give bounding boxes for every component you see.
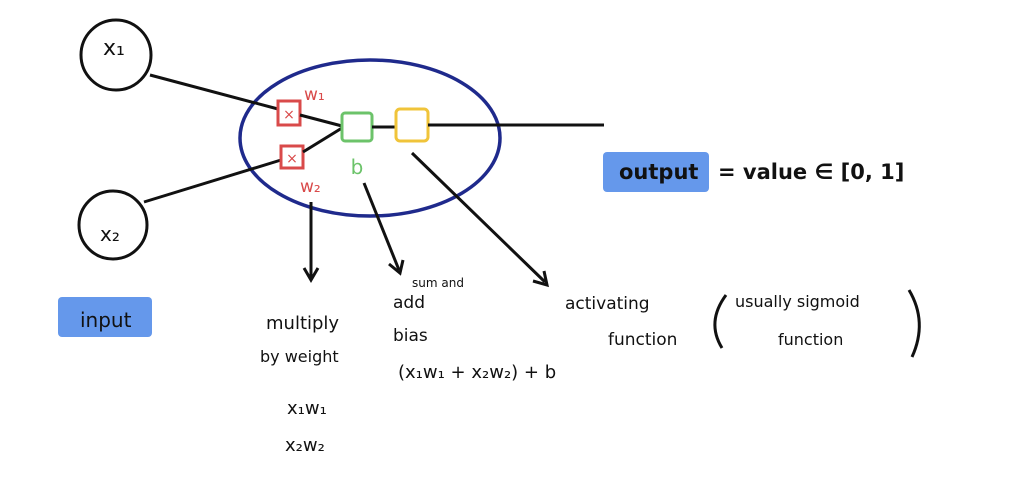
usually-sigmoid-label: usually sigmoid	[735, 292, 860, 311]
output-value: = value ∈ [0, 1]	[718, 160, 905, 184]
multiply-eq1: x₁w₁	[287, 398, 327, 419]
arrow-activation	[410, 151, 547, 284]
multiply-symbol-1: ×	[283, 107, 295, 123]
input-label: input	[80, 308, 132, 332]
input-node-2	[77, 189, 149, 261]
activating-label: activating	[565, 294, 650, 314]
sigmoid-function-label: function	[778, 330, 844, 349]
neuron-ellipse	[238, 58, 502, 218]
multiply-line1: multiply	[266, 313, 340, 334]
bias-word: bias	[393, 326, 428, 346]
weight-1-label: w₁	[304, 85, 325, 105]
sum-box	[340, 111, 374, 143]
multiply-eq2: x₂w₂	[285, 435, 325, 456]
output-highlight	[603, 152, 709, 192]
arrow-bias-head	[388, 259, 405, 276]
function-label: function	[608, 330, 678, 350]
input-node-1	[79, 18, 153, 92]
edge-input2	[143, 158, 282, 204]
multiply-line2: by weight	[260, 347, 339, 366]
multiply-symbol-2: ×	[286, 151, 298, 167]
bias-formula: (x₁w₁ + x₂w₂) + b	[398, 362, 557, 383]
bias-label: b	[351, 155, 364, 179]
input-highlight	[58, 297, 152, 337]
input-node-1-label: x₁	[103, 36, 125, 61]
sum-and-label: sum and	[412, 276, 464, 290]
left-paren	[713, 294, 728, 349]
arrow-activation-head	[532, 270, 549, 288]
weight-2-label: w₂	[300, 177, 321, 197]
multiply-box-2	[279, 144, 305, 170]
multiply-box-1	[276, 99, 302, 127]
right-paren	[907, 289, 921, 358]
input-node-2-label: x₂	[100, 222, 120, 246]
edge-mult2-sum	[302, 126, 343, 154]
arrow-multiply-head	[302, 267, 320, 283]
add-label: add	[393, 293, 425, 313]
activation-box	[394, 107, 430, 143]
edge-input1	[149, 73, 279, 111]
edge-mult1-sum	[299, 113, 343, 128]
arrow-bias	[362, 182, 401, 271]
output-word: output	[619, 160, 699, 184]
